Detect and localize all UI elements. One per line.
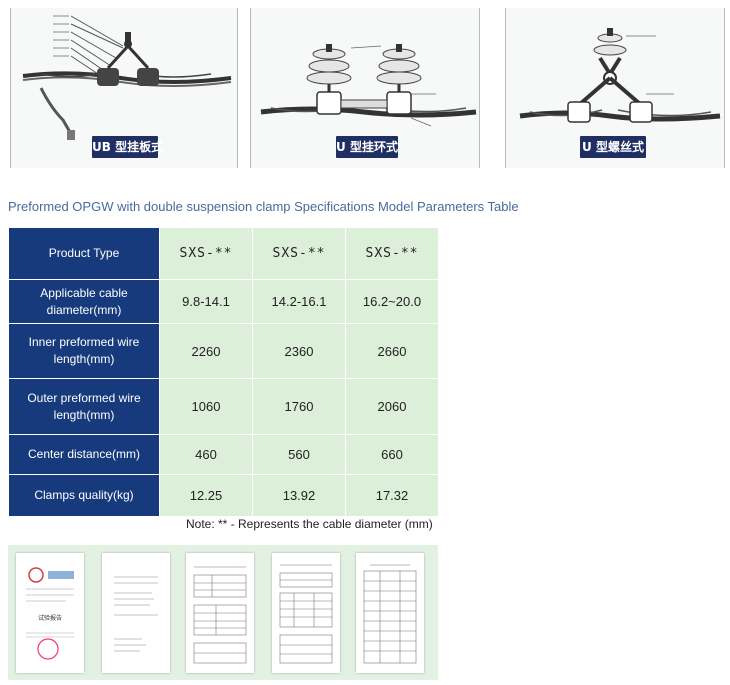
row-header: Inner preformed wire length(mm) [8,323,160,379]
certificate-1: 试验报告 [16,553,84,673]
u-screw-clamp-icon [519,28,721,123]
certificate-2 [102,553,170,673]
table-cell: 14.2-16.1 [252,279,346,324]
table-row: Outer preformed wire length(mm) 1060 176… [8,378,439,435]
table-cell: 560 [252,434,346,475]
table-row: Clamps quality(kg) 12.25 13.92 17.32 [8,474,439,517]
certificate-page-icon [114,576,158,652]
test-report-cover-icon [26,567,74,660]
table-cell: 9.8-14.1 [159,279,253,324]
table-row: Product Type SXS-** SXS-** SXS-** [8,227,439,280]
diagram-label-u-ring: U 型挂环式 [336,136,398,158]
table-cell: 1060 [159,378,253,435]
table-cell: 2260 [159,323,253,379]
row-header: Applicable cable diameter(mm) [8,279,160,324]
table-note: Note: ** - Represents the cable diameter… [186,517,433,531]
certificate-3 [186,553,254,673]
row-header: Product Type [8,227,160,280]
test-data-sheet-icon [363,564,417,664]
table-row: Center distance(mm) 460 560 660 [8,434,439,475]
table-row: Applicable cable diameter(mm) 9.8-14.1 1… [8,279,439,324]
table-row: Inner preformed wire length(mm) 2260 236… [8,323,439,379]
table-cell: 2060 [345,378,439,435]
table-cell: 1760 [252,378,346,435]
certificate-5 [356,553,424,673]
table-cell: SXS-** [345,227,439,280]
row-header: Center distance(mm) [8,434,160,475]
u-hanging-ring-clamp-icon [260,44,477,127]
table-cell: SXS-** [252,227,346,280]
table-cell: 2360 [252,323,346,379]
row-header: Clamps quality(kg) [8,474,160,517]
certificate-title: 试验报告 [37,615,62,622]
table-cell: 16.2~20.0 [345,279,439,324]
table-cell: 13.92 [252,474,346,517]
table-cell: SXS-** [159,227,253,280]
certificate-strip: 试验报告 [8,545,438,680]
table-cell: 460 [159,434,253,475]
row-header: Outer preformed wire length(mm) [8,378,160,435]
diagram-label-u-screw: U 型螺丝式 [580,136,646,158]
test-data-sheet-icon [279,564,333,664]
table-cell: 660 [345,434,439,475]
certificate-4 [272,553,340,673]
ub-hanging-plate-clamp-icon [22,15,232,140]
table-cell: 12.25 [159,474,253,517]
table-cell: 17.32 [345,474,439,517]
test-data-sheet-icon [193,566,247,664]
table-cell: 2660 [345,323,439,379]
diagram-label-ub: UB 型挂板式 [92,136,163,158]
spec-table: Product Type SXS-** SXS-** SXS-** Applic… [8,227,439,517]
section-title: Preformed OPGW with double suspension cl… [8,199,519,214]
